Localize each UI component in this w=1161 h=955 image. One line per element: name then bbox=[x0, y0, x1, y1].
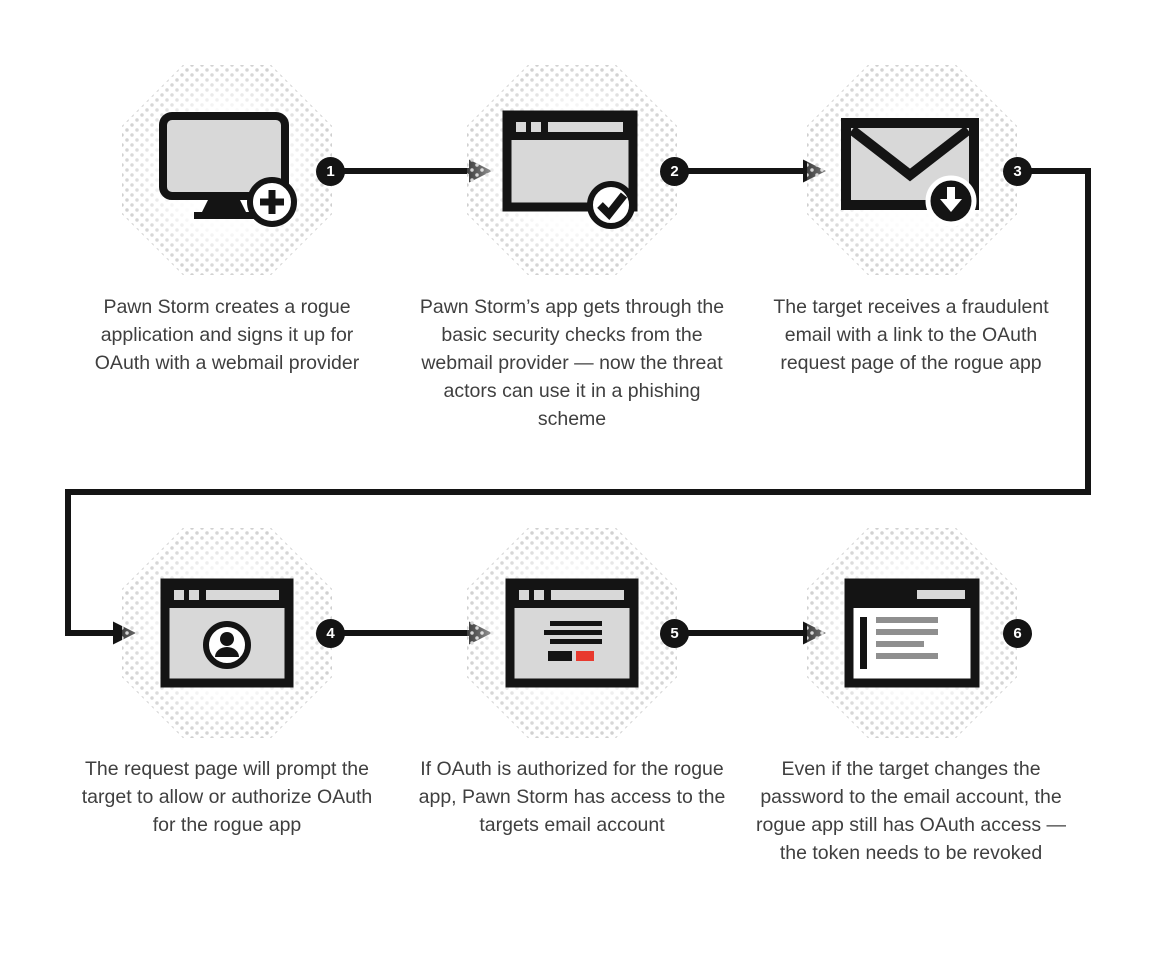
step-caption: If OAuth is authorized for the rogue app… bbox=[418, 758, 726, 836]
step3-halftone-octagon bbox=[807, 65, 1017, 275]
monitor-plus-icon bbox=[159, 112, 297, 227]
step-number-badge: 3 bbox=[1003, 157, 1032, 186]
step2-halftone-octagon bbox=[467, 65, 677, 275]
step-caption: Pawn Storm’s app gets through the basic … bbox=[419, 296, 725, 430]
step5-halftone-octagon bbox=[467, 528, 677, 738]
step6-halftone-octagon bbox=[807, 528, 1017, 738]
browser-profile-icon bbox=[160, 578, 294, 688]
arrow-step2-step3 bbox=[688, 159, 826, 183]
browser-list-icon bbox=[844, 578, 980, 688]
step-number-badge: 4 bbox=[316, 619, 345, 648]
step-number: 1 bbox=[326, 163, 335, 180]
arrow-step5-step6 bbox=[688, 621, 826, 645]
step-number-badge: 2 bbox=[660, 157, 689, 186]
step-caption: Even if the target changes the password … bbox=[756, 758, 1066, 864]
email-download-icon bbox=[841, 118, 979, 227]
step-number-badge: 1 bbox=[316, 157, 345, 186]
browser-check-icon bbox=[502, 110, 638, 229]
browser-form-icon bbox=[505, 578, 639, 688]
step-number: 2 bbox=[670, 163, 679, 180]
step-caption: The request page will prompt the target … bbox=[81, 758, 373, 836]
step-caption: The target receives a fraudulent email w… bbox=[773, 296, 1049, 374]
step-number: 3 bbox=[1013, 163, 1022, 180]
step1-halftone-octagon bbox=[122, 65, 332, 275]
step-number: 6 bbox=[1013, 625, 1022, 642]
step-number-badge: 6 bbox=[1003, 619, 1032, 648]
step4-halftone-octagon bbox=[122, 528, 332, 738]
step-number: 5 bbox=[670, 625, 679, 642]
step-number-badge: 5 bbox=[660, 619, 689, 648]
step-number: 4 bbox=[326, 625, 335, 642]
step-caption: Pawn Storm creates a rogue application a… bbox=[94, 296, 360, 374]
